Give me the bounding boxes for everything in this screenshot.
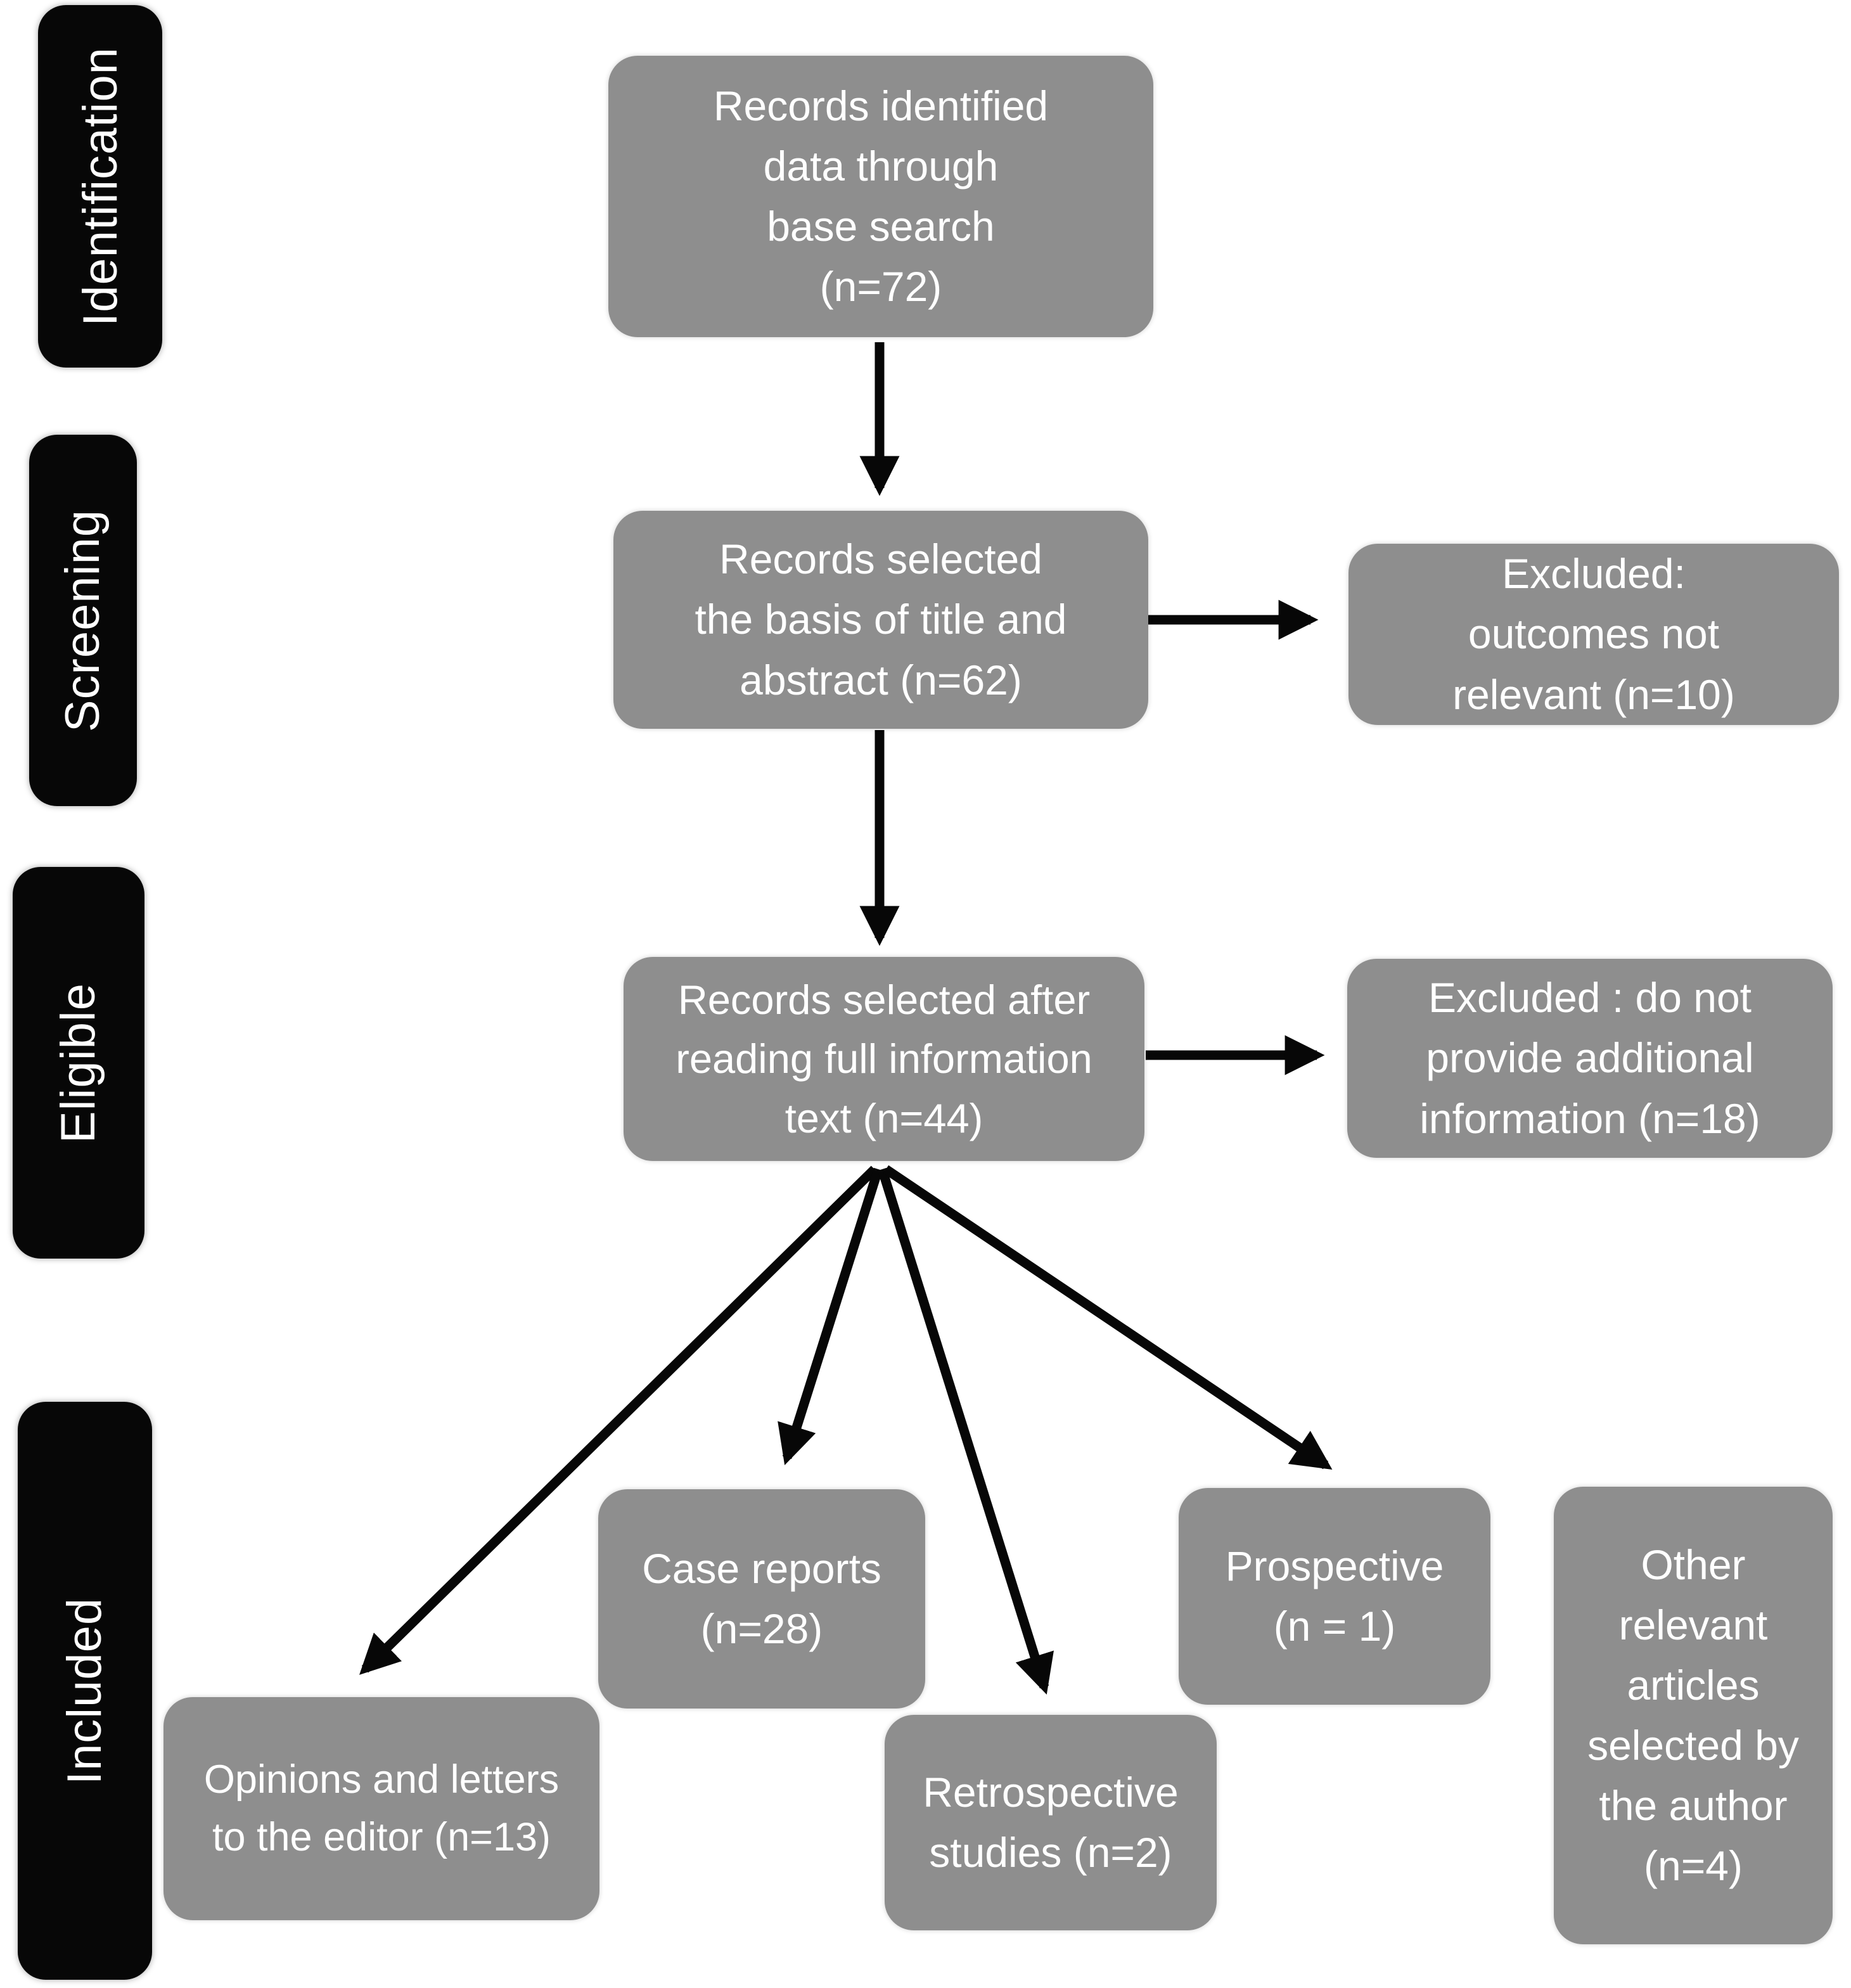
arrow-fulltext-to-prospective [883,1165,1333,1470]
node-text: Excluded : do not provide additional inf… [1419,974,1760,1142]
node-retrospective-studies: Retrospective studies (n=2) [885,1715,1217,1930]
stage-label-identification: Identification [38,5,162,368]
stage-label-text: Screening [56,509,110,732]
node-excluded-no-additional-info: Excluded : do not provide additional inf… [1347,959,1833,1158]
node-text: Prospective (n = 1) [1225,1542,1444,1650]
node-text: Records selected the basis of title and … [695,535,1067,703]
arrow-fulltext-to-case-reports [778,1167,883,1466]
node-records-identified: Records identified data through base sea… [608,56,1153,337]
node-excluded-outcomes-not-relevant: Excluded: outcomes not relevant (n=10) [1348,544,1839,725]
node-text: Records selected after reading full info… [676,976,1092,1141]
node-text: Retrospective studies (n=2) [923,1768,1179,1876]
stage-label-text: Included [58,1597,112,1785]
node-records-selected-title-abstract: Records selected the basis of title and … [613,511,1148,729]
node-opinions-and-letters: Opinions and letters to the editor (n=13… [163,1697,599,1920]
stage-label-screening: Screening [29,435,137,806]
stage-label-included: Included [18,1402,152,1980]
node-records-selected-full-text: Records selected after reading full info… [624,957,1144,1161]
node-text: Excluded: outcomes not relevant (n=10) [1452,550,1735,718]
node-text: Case reports (n=28) [642,1544,881,1652]
node-text: Records identified data through base sea… [713,82,1049,311]
node-text: Opinions and letters to the editor (n=13… [203,1757,560,1859]
node-other-relevant-articles: Other relevant articles selected by the … [1554,1487,1833,1944]
stage-label-eligible: Eligible [13,867,144,1259]
stage-label-text: Identification [73,46,127,326]
node-case-reports: Case reports (n=28) [598,1489,925,1709]
stage-label-text: Eligible [51,982,106,1143]
node-prospective: Prospective (n = 1) [1179,1488,1490,1705]
node-text: Other relevant articles selected by the … [1587,1541,1799,1890]
